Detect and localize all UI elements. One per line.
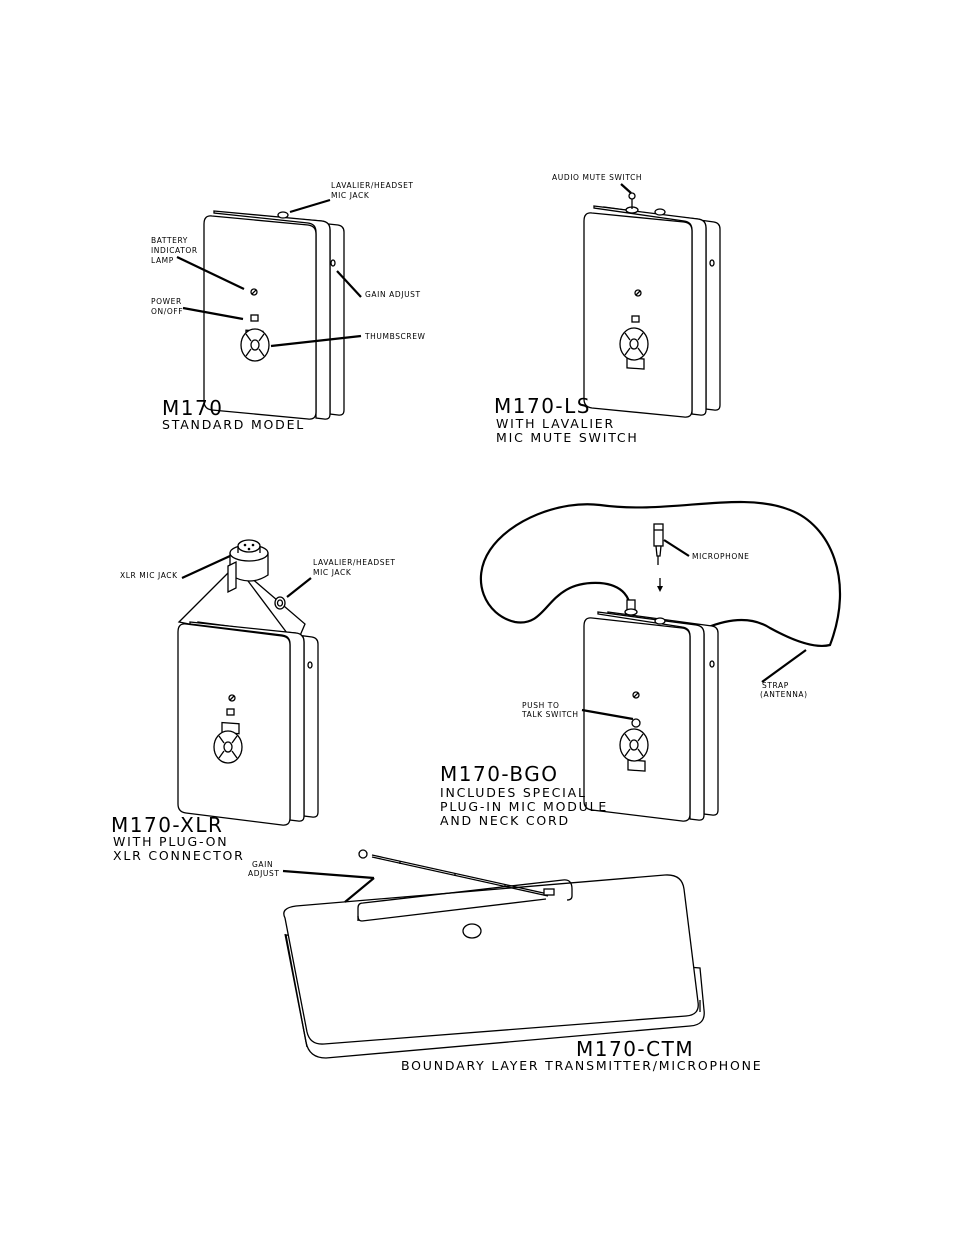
m170-ls-device <box>583 192 721 418</box>
m170-ls-title: M170-LS <box>494 394 591 418</box>
mic-module-plug <box>624 599 638 616</box>
m170-gain-label: GAIN ADJUST <box>365 290 421 299</box>
m170-bgo-device <box>583 599 719 822</box>
power-switch <box>626 315 645 370</box>
m170-bgo-microphone-label: MICROPHONE <box>692 552 749 561</box>
antenna-slot <box>357 879 573 922</box>
m170-bgo-ptt-label-1: PUSH TO <box>522 701 559 710</box>
m170-mic-jack-label-1: LAVALIER/HEADSET <box>331 181 414 190</box>
battery-indicator-lamp <box>632 691 640 699</box>
m170-ctm-subtitle: BOUNDARY LAYER TRANSMITTER/MICROPHONE <box>401 1058 763 1073</box>
m170-battery-label-3: LAMP <box>151 256 174 265</box>
m170-power-label-2: ON/OFF <box>151 307 183 316</box>
m170-ctm-gain-label-2: ADJUST <box>248 869 280 878</box>
m170-ls-subtitle-1: WITH LAVALIER <box>496 416 615 431</box>
m170-ctm-title: M170-CTM <box>576 1037 694 1061</box>
m170-xlr-mic-jack-label-1: LAVALIER/HEADSET <box>313 558 396 567</box>
m170-ls-subtitle-2: MIC MUTE SWITCH <box>496 430 639 445</box>
battery-indicator-lamp <box>634 289 642 297</box>
m170-thumbscrew-label: THUMBSCREW <box>364 332 426 341</box>
m170-bgo-subtitle-1: INCLUDES SPECIAL <box>440 785 587 800</box>
m170-ctm-device <box>283 849 705 1059</box>
m170-title: M170 <box>162 396 223 420</box>
battery-indicator-lamp <box>250 288 258 296</box>
m170-subtitle: STANDARD MODEL <box>162 417 305 432</box>
m170-ls-mute-label: AUDIO MUTE SWITCH <box>552 173 642 182</box>
m170-xlr-title: M170-XLR <box>111 813 223 837</box>
insert-arrow <box>657 578 663 592</box>
m170-bgo-strap-label-1: STRAP <box>762 681 789 690</box>
lavalier-mic-jack <box>274 596 286 610</box>
xlr-connector <box>227 539 269 594</box>
m170-device <box>203 210 345 420</box>
m170-xlr-subtitle-1: WITH PLUG-ON <box>113 834 228 849</box>
push-to-talk-switch <box>627 718 646 772</box>
m170-bgo-ptt-label-2: TALK SWITCH <box>521 710 579 719</box>
m170-bgo-subtitle-3: AND NECK CORD <box>440 813 570 828</box>
m170-xlr-device <box>177 539 319 826</box>
thumbscrew <box>240 328 270 362</box>
m170-bgo-title: M170-BGO <box>440 762 559 786</box>
battery-indicator-lamp <box>228 694 236 702</box>
thumbscrew <box>619 327 649 361</box>
m170-bgo-strap-label-2: (ANTENNA) <box>760 690 808 699</box>
m170-battery-label-1: BATTERY <box>151 236 188 245</box>
microphone-module <box>653 523 664 565</box>
thumbscrew <box>619 728 649 762</box>
m170-power-label-1: POWER <box>151 297 182 306</box>
telescoping-antenna <box>358 849 555 897</box>
m170-ctm-gain-label-1: GAIN <box>252 860 273 869</box>
m170-xlr-mic-jack-label-2: MIC JACK <box>313 568 352 577</box>
m170-xlr-jack-label: XLR MIC JACK <box>120 571 178 580</box>
m170-battery-label-2: INDICATOR <box>151 246 198 255</box>
m170-bgo-subtitle-2: PLUG-IN MIC MODULE <box>440 799 608 814</box>
neck-cord-strap <box>479 500 842 647</box>
thumbscrew <box>213 730 243 764</box>
m170-xlr-subtitle-2: XLR CONNECTOR <box>113 848 245 863</box>
audio-mute-switch <box>625 192 639 214</box>
m170-mic-jack-label-2: MIC JACK <box>331 191 370 200</box>
